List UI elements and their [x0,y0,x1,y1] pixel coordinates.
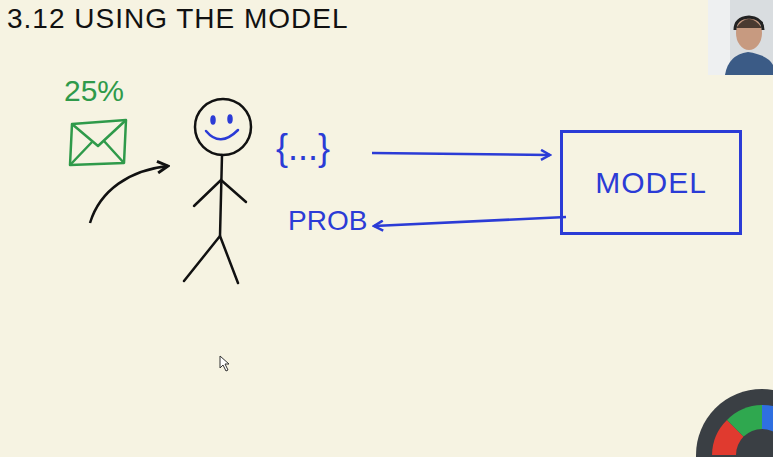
color-wheel [696,389,773,457]
request-arrow [372,153,550,155]
envelope-icon [70,120,126,165]
curved-arrow [90,166,168,223]
model-box: MODEL [560,130,742,235]
probability-label: PROB [288,206,367,237]
percentage-label: 25% [64,74,124,107]
slide-title: 3.12 USING THE MODEL [7,4,349,35]
mouse-cursor [220,356,229,371]
box-label: MODEL [595,166,707,199]
stick-figure [184,99,251,283]
webcam-overlay [708,0,773,75]
response-arrow [374,217,566,226]
input-features: {...} [276,128,330,168]
